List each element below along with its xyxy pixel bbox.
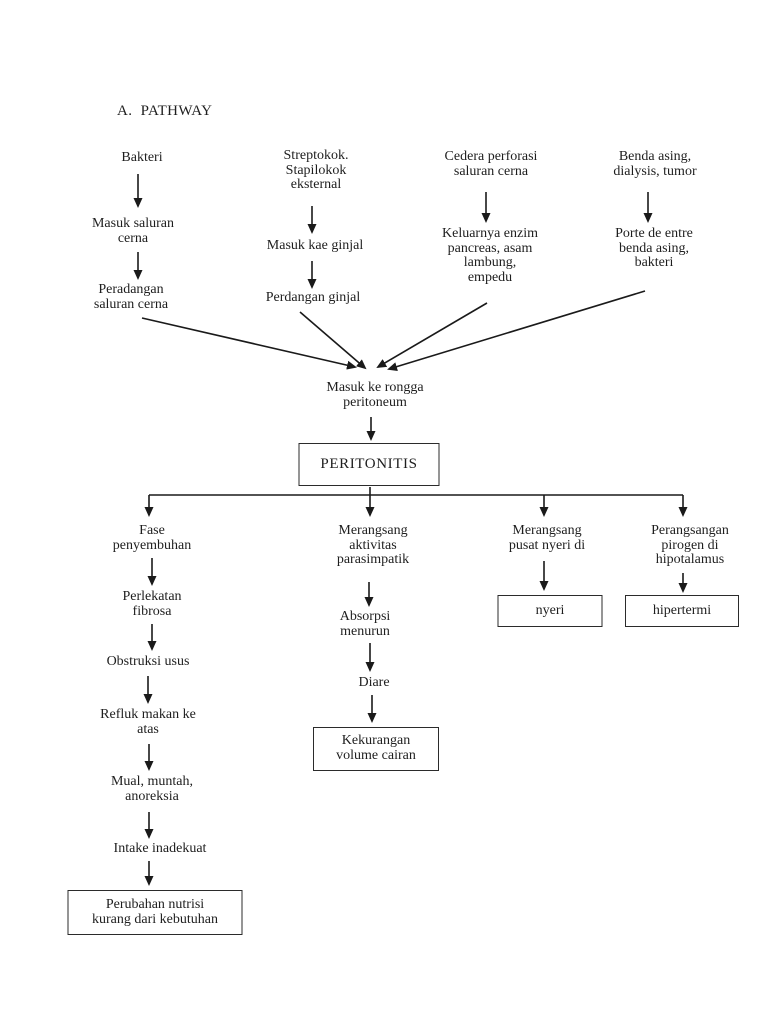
node-bakteri: Bakteri — [121, 150, 163, 165]
node-obstruksi-usus: Obstruksi usus — [106, 654, 190, 669]
page-title: A. PATHWAY — [117, 103, 213, 119]
node-refluk-makan: Refluk makan ke atas — [100, 707, 196, 737]
node-fase-penyembuhan: Fase penyembuhan — [112, 523, 192, 553]
node-absorpsi-menurun: Absorpsi menurun — [339, 609, 391, 639]
node-perdangan-ginjal: Perdangan ginjal — [265, 290, 361, 305]
node-keluarnya-enzim: Keluarnya enzim pancreas, asam lambung, … — [441, 226, 539, 285]
node-masuk-saluran-cerna: Masuk saluran cerna — [91, 216, 175, 246]
arrow-peradangan-to-rongga — [141, 317, 357, 370]
node-hipertermi: hipertermi — [625, 595, 739, 627]
node-diare: Diare — [358, 675, 390, 690]
node-peritonitis: PERITONITIS — [298, 443, 440, 486]
node-perubahan-nutrisi: Perubahan nutrisi kurang dari kebutuhan — [67, 890, 243, 935]
node-cedera-perforasi: Cedera perforasi saluran cerna — [444, 149, 538, 179]
node-mual-muntah: Mual, muntah, anoreksia — [110, 774, 194, 804]
node-masuk-ke-rongga: Masuk ke rongga peritoneum — [326, 380, 424, 410]
node-porte-de-entre: Porte de entre benda asing, bakteri — [615, 226, 693, 271]
node-perlekatan-fibrosa: Perlekatan fibrosa — [122, 589, 182, 619]
node-merangsang-parasimpatik: Merangsang aktivitas parasimpatik — [336, 523, 410, 568]
arrow-keluarnya-to-rongga — [376, 302, 488, 369]
node-kekurangan-volume: Kekurangan volume cairan — [313, 727, 439, 771]
node-intake-inadekuat: Intake inadekuat — [113, 841, 207, 856]
node-perangsangan-pirogen: Perangsangan pirogen di hipotalamus — [651, 523, 729, 568]
node-nyeri: nyeri — [497, 595, 603, 627]
arrow-perdangan-to-rongga — [299, 311, 367, 370]
node-peradangan-saluran-cerna: Peradangan saluran cerna — [93, 282, 169, 312]
node-masuk-kae-ginjal: Masuk kae ginjal — [266, 238, 364, 253]
node-streptokok: Streptokok. Stapilokok eksternal — [283, 148, 349, 193]
arrow-porte-to-rongga — [387, 290, 646, 371]
node-merangsang-nyeri: Merangsang pusat nyeri di — [508, 523, 586, 553]
node-benda-asing: Benda asing, dialysis, tumor — [613, 149, 697, 179]
